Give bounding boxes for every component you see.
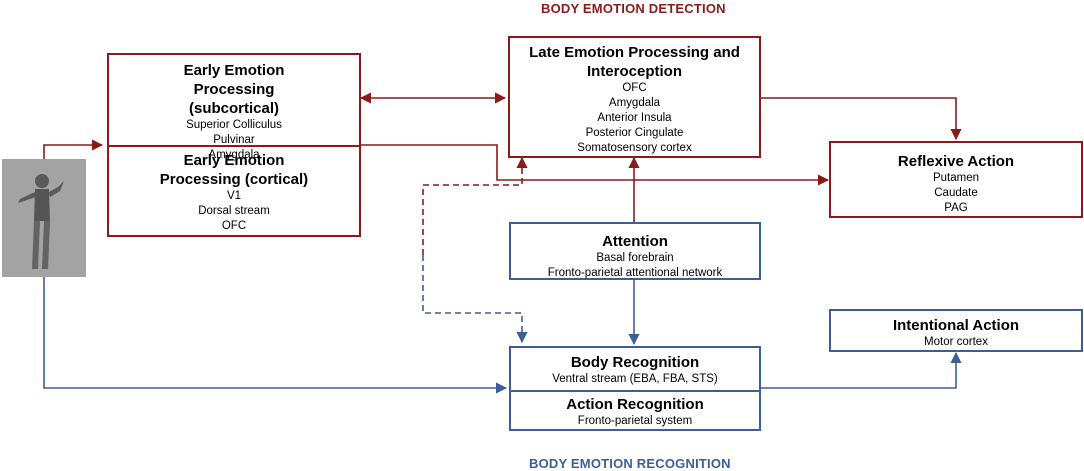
action-recognition-item: Fronto-parietal system bbox=[577, 415, 693, 427]
late-title-line2: Interoception bbox=[586, 63, 682, 80]
person-silhouette-icon bbox=[2, 159, 86, 277]
arrow-late-to-reflexive bbox=[761, 97, 962, 141]
heading-body-emotion-recognition: BODY EMOTION RECOGNITION bbox=[529, 456, 731, 471]
early-subcortical-item: Superior Colliculus bbox=[186, 119, 282, 131]
intentional-title: Intentional Action bbox=[892, 317, 1020, 334]
reflexive-title: Reflexive Action bbox=[897, 153, 1015, 170]
arrow-figure-to-body-recognition bbox=[43, 277, 508, 394]
body-recognition-item: Ventral stream (EBA, FBA, STS) bbox=[552, 373, 718, 385]
arrow-recognition-to-intentional bbox=[761, 351, 962, 389]
attention-title: Attention bbox=[602, 233, 668, 250]
heading-body-emotion-detection: BODY EMOTION DETECTION bbox=[541, 1, 726, 16]
recognition-box: Body Recognition Ventral stream (EBA, FB… bbox=[509, 346, 761, 431]
early-cortical-item: Dorsal stream bbox=[198, 205, 270, 217]
arrow-early-to-reflexive bbox=[361, 144, 830, 186]
intentional-item: Motor cortex bbox=[924, 336, 988, 348]
early-subcortical-item: Pulvinar bbox=[213, 134, 255, 146]
reflexive-item: PAG bbox=[944, 202, 968, 214]
dashed-arrow-to-late bbox=[422, 156, 528, 255]
early-subcortical-title: Early Emotion Processing (subcortical) bbox=[183, 62, 285, 117]
late-item: OFC bbox=[622, 82, 647, 94]
person-figure-image bbox=[2, 159, 86, 277]
reflexive-item: Putamen bbox=[932, 172, 980, 184]
late-title-line1: Late Emotion Processing and bbox=[529, 44, 740, 61]
early-cortical-title: Early Emotion Processing (cortical) bbox=[159, 152, 309, 188]
late-item: Posterior Cingulate bbox=[585, 127, 684, 139]
early-cortical-item: OFC bbox=[221, 220, 247, 232]
reflexive-item: Caudate bbox=[934, 187, 978, 199]
body-recognition-title: Body Recognition bbox=[570, 354, 700, 371]
intentional-action-box: Intentional Action Motor cortex bbox=[829, 309, 1083, 352]
late-item: Anterior Insula bbox=[597, 112, 672, 124]
dashed-arrow-to-body-recognition bbox=[422, 255, 528, 344]
action-recognition-title: Action Recognition bbox=[566, 396, 704, 413]
early-emotion-processing-box: Early Emotion Processing (subcortical) S… bbox=[107, 53, 361, 237]
early-subcortical-item: Amygdala bbox=[208, 149, 260, 161]
reflexive-action-box: Reflexive Action Putamen Caudate PAG bbox=[829, 141, 1083, 218]
late-item: Amygdala bbox=[608, 97, 661, 109]
recognition-box-divider bbox=[511, 390, 759, 392]
late-item: Somatosensory cortex bbox=[577, 142, 692, 154]
early-box-divider bbox=[109, 145, 359, 147]
attention-item: Fronto-parietal attentional network bbox=[547, 267, 723, 279]
late-emotion-processing-box: Late Emotion Processing and Interoceptio… bbox=[508, 36, 761, 158]
arrow-figure-to-early bbox=[43, 139, 104, 160]
early-cortical-item: V1 bbox=[226, 190, 242, 202]
attention-box: Attention Basal forebrain Fronto-parieta… bbox=[509, 222, 761, 280]
attention-item: Basal forebrain bbox=[596, 252, 674, 264]
